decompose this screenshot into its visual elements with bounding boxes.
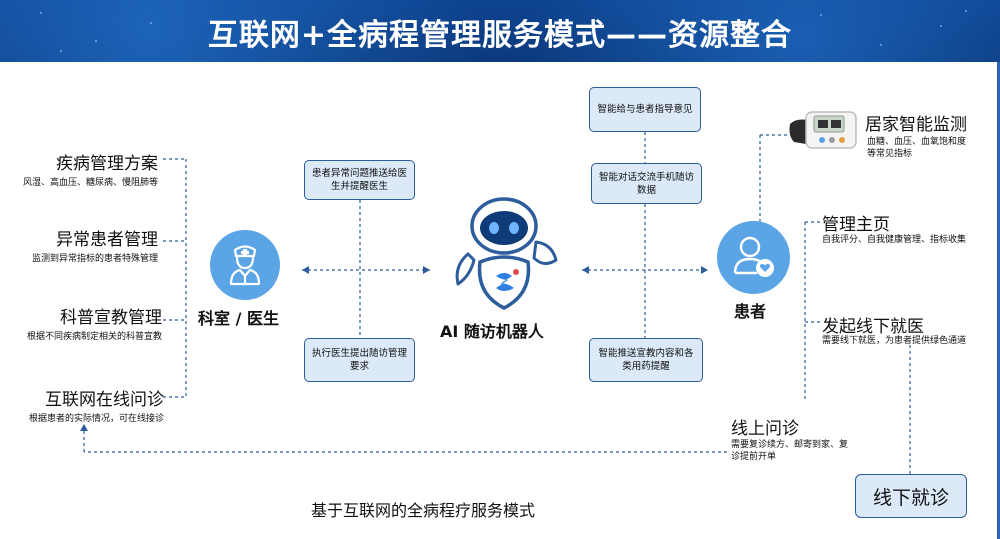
manage-home-title: 管理主页 — [822, 215, 890, 235]
home-monitor-title: 居家智能监测 — [865, 115, 967, 135]
left-item-disease-plan: 疾病管理方案 风湿、高血压、糖尿病、慢阻肺等 — [23, 149, 158, 188]
left-item-title: 互联网在线问诊 — [45, 390, 164, 410]
online-consult-title: 线上问诊 — [731, 419, 799, 439]
box-push-to-doctor: 患者异常问题推送给医生并提醒医生 — [304, 160, 415, 200]
doctor-label: 科室 / 医生 — [198, 309, 279, 328]
left-item-sub: 根据患者的实际情况，可在线接诊 — [28, 414, 164, 424]
offline-initiate-title: 发起线下就医 — [822, 317, 924, 337]
box-execute-followup: 执行医生提出随访管理要求 — [304, 338, 415, 382]
offline-initiate-sub: 需要线下就医，为患者提供绿色通道 — [822, 336, 967, 346]
left-item-online-consult: 互联网在线问诊 根据患者的实际情况，可在线接诊 — [29, 385, 164, 424]
patient-icon — [733, 236, 774, 277]
patient-label: 患者 — [734, 302, 767, 321]
page-title: 互联网+全病程管理服务模式——资源整合 — [207, 18, 793, 53]
box-guidance: 智能给与患者指导意见 — [589, 87, 701, 132]
home-monitor-sub-1: 血糖、血压、血氧饱和度 — [867, 137, 967, 147]
online-consult-sub-1: 需要复诊续方、邮寄到家、复 — [731, 440, 849, 450]
offline-visit-box: 线下就诊 — [855, 474, 967, 518]
left-item-title: 疾病管理方案 — [56, 154, 158, 174]
left-item-title: 科普宣教管理 — [60, 308, 162, 328]
online-consult-sub-2: 诊提前开单 — [731, 452, 777, 462]
left-item-sub: 风湿、高血压、糖尿病、慢阻肺等 — [22, 178, 158, 188]
patient-node — [717, 221, 790, 294]
left-item-education: 科普宣教管理 根据不同疾病制定相关的科普宣教 — [27, 303, 162, 342]
left-item-title: 异常患者管理 — [56, 230, 158, 250]
robot-icon — [455, 197, 558, 310]
doctor-icon — [229, 245, 261, 286]
title-banner — [0, 0, 1000, 62]
home-monitor-sub-2: 等常见指标 — [867, 149, 913, 159]
manage-home-sub: 自我评分、自我健康管理、指标收集 — [822, 235, 967, 245]
edge-bar — [997, 62, 1000, 539]
robot-label: AI 随访机器人 — [440, 322, 544, 341]
blood-pressure-monitor-icon — [789, 111, 857, 149]
box-dialogue-data: 智能对话交流手机随访数据 — [591, 163, 702, 204]
box-push-education: 智能推送宣教内容和各类用药提醒 — [589, 338, 703, 382]
left-item-sub: 根据不同疾病制定相关的科普宣教 — [26, 332, 162, 342]
left-item-abnormal-patient: 异常患者管理 监测到异常指标的患者特殊管理 — [32, 225, 158, 264]
left-item-sub: 监测到异常指标的患者特殊管理 — [31, 254, 158, 264]
caption: 基于互联网的全病程疗服务模式 — [310, 501, 535, 520]
doctor-node — [210, 230, 280, 300]
